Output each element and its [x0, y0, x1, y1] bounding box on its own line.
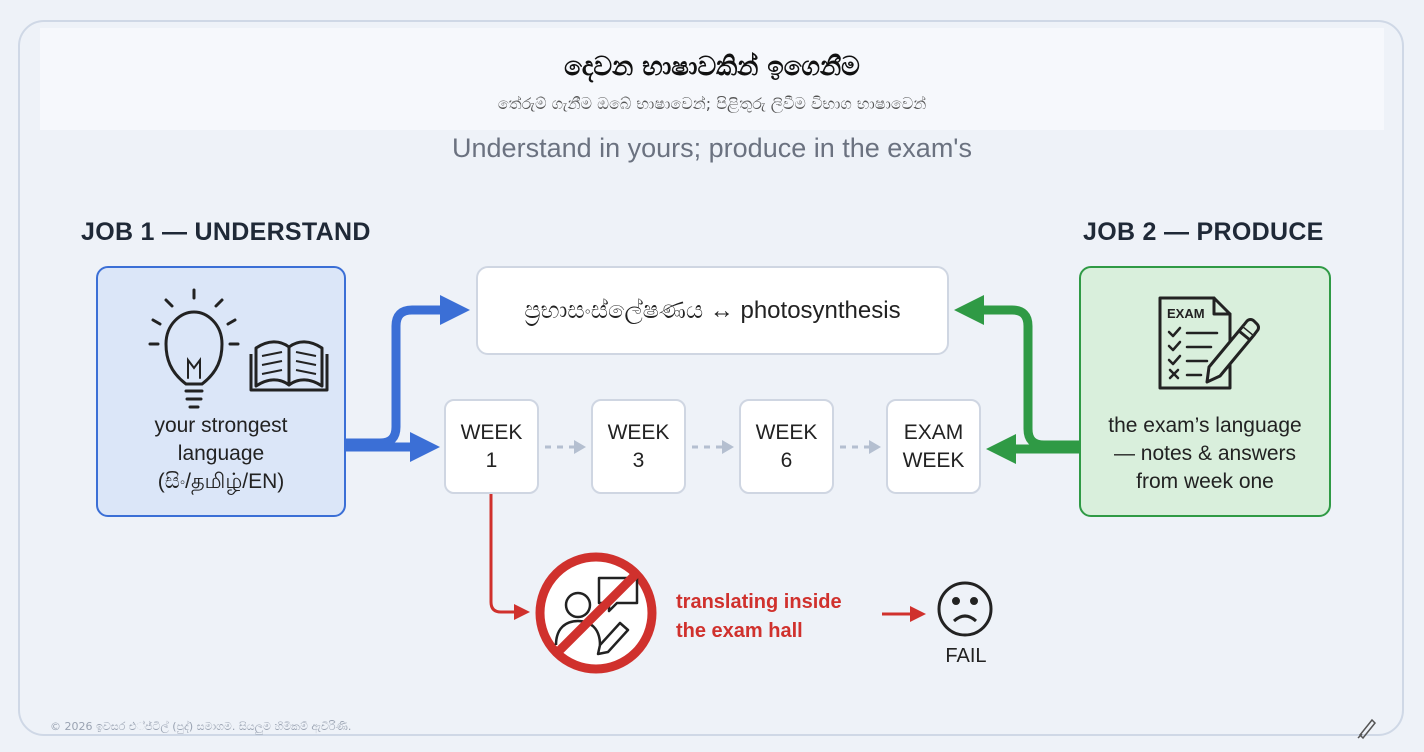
week-3-box: WEEK 3	[591, 399, 686, 494]
page-subtitle: තේරුම් ගැනීම ඔබේ භාෂාවෙන්; පිළිතුරු ලිවී…	[497, 94, 927, 113]
week-1-box: WEEK 1	[444, 399, 539, 494]
warning-text: translating inside the exam hall	[676, 588, 842, 646]
blue-arrowhead-term	[440, 295, 470, 325]
green-arrowhead-term	[954, 295, 984, 325]
lightbulb-icon	[148, 288, 240, 409]
green-arrow-to-term	[980, 305, 1079, 450]
job2-line: from week one	[1136, 470, 1274, 493]
red-arrowhead-fail	[910, 606, 926, 622]
job1-label: JOB 1 — UNDERSTAND	[81, 218, 371, 246]
job1-text: your strongest language (සිං/தமிழ்/EN)	[98, 412, 344, 496]
job2-line: — notes & answers	[1113, 442, 1297, 465]
header-band	[40, 28, 1384, 130]
fail-label: FAIL	[945, 645, 987, 667]
week-arrowhead-1	[574, 440, 586, 454]
job1-icons	[148, 288, 329, 409]
job1-line: your strongest	[154, 414, 288, 437]
blue-arrowhead-week1	[410, 432, 440, 462]
warning-line: translating inside	[676, 591, 842, 613]
job1-box: your strongest language (සිං/தமிழ்/EN)	[96, 266, 346, 517]
pencil-icon	[1205, 318, 1260, 384]
job1-line: (සිං/தமிழ்/EN)	[157, 470, 285, 493]
open-book-icon	[249, 340, 329, 392]
page-title: දෙවන භාෂාවකින් ඉගෙනීම	[564, 52, 860, 82]
job2-text: the exam’s language — notes & answers fr…	[1081, 412, 1329, 496]
exam-week-box: EXAM WEEK	[886, 399, 981, 494]
job2-line: the exam’s language	[1108, 414, 1302, 437]
week-box-line: WEEK	[902, 448, 965, 472]
tagline: Understand in yours; produce in the exam…	[452, 133, 972, 163]
job1-line: language	[177, 442, 265, 465]
green-arrowhead-exam-week	[986, 434, 1016, 464]
job2-label: JOB 2 — PRODUCE	[1083, 218, 1324, 246]
week-box-line: WEEK	[607, 420, 670, 444]
signature-pen-icon	[1357, 718, 1377, 740]
job2-box: EXAM the exam’s language — notes & answe…	[1079, 266, 1331, 517]
week-arrowhead-2	[722, 440, 734, 454]
red-arrowhead-warning	[514, 604, 530, 620]
term-text: ප්‍රභාසංස්ලේෂණය ↔ photosynthesis	[524, 296, 901, 324]
week-box-line: EXAM	[903, 420, 964, 444]
warning-line: the exam hall	[676, 620, 803, 642]
job2-icons: EXAM	[1158, 296, 1260, 390]
term-box: ප්‍රභාසංස්ලේෂණය ↔ photosynthesis	[476, 266, 949, 355]
week-arrowhead-3	[869, 440, 881, 454]
week-box-line: WEEK	[460, 420, 523, 444]
no-translating-icon	[535, 552, 657, 674]
sad-face-icon	[937, 581, 993, 637]
red-arrow-to-warning	[489, 494, 516, 614]
blue-arrow-to-term	[346, 305, 444, 448]
week-box-line: 1	[485, 448, 498, 472]
week-box-line: 6	[780, 448, 793, 472]
week-6-box: WEEK 6	[739, 399, 834, 494]
exam-icon-label: EXAM	[1167, 306, 1205, 321]
week-box-line: 3	[632, 448, 645, 472]
footer-copyright: © 2026 ඉවසර එ්ජ්ටිල් (පුද්) සමාගම. සියලු…	[50, 720, 352, 733]
week-box-line: WEEK	[755, 420, 818, 444]
